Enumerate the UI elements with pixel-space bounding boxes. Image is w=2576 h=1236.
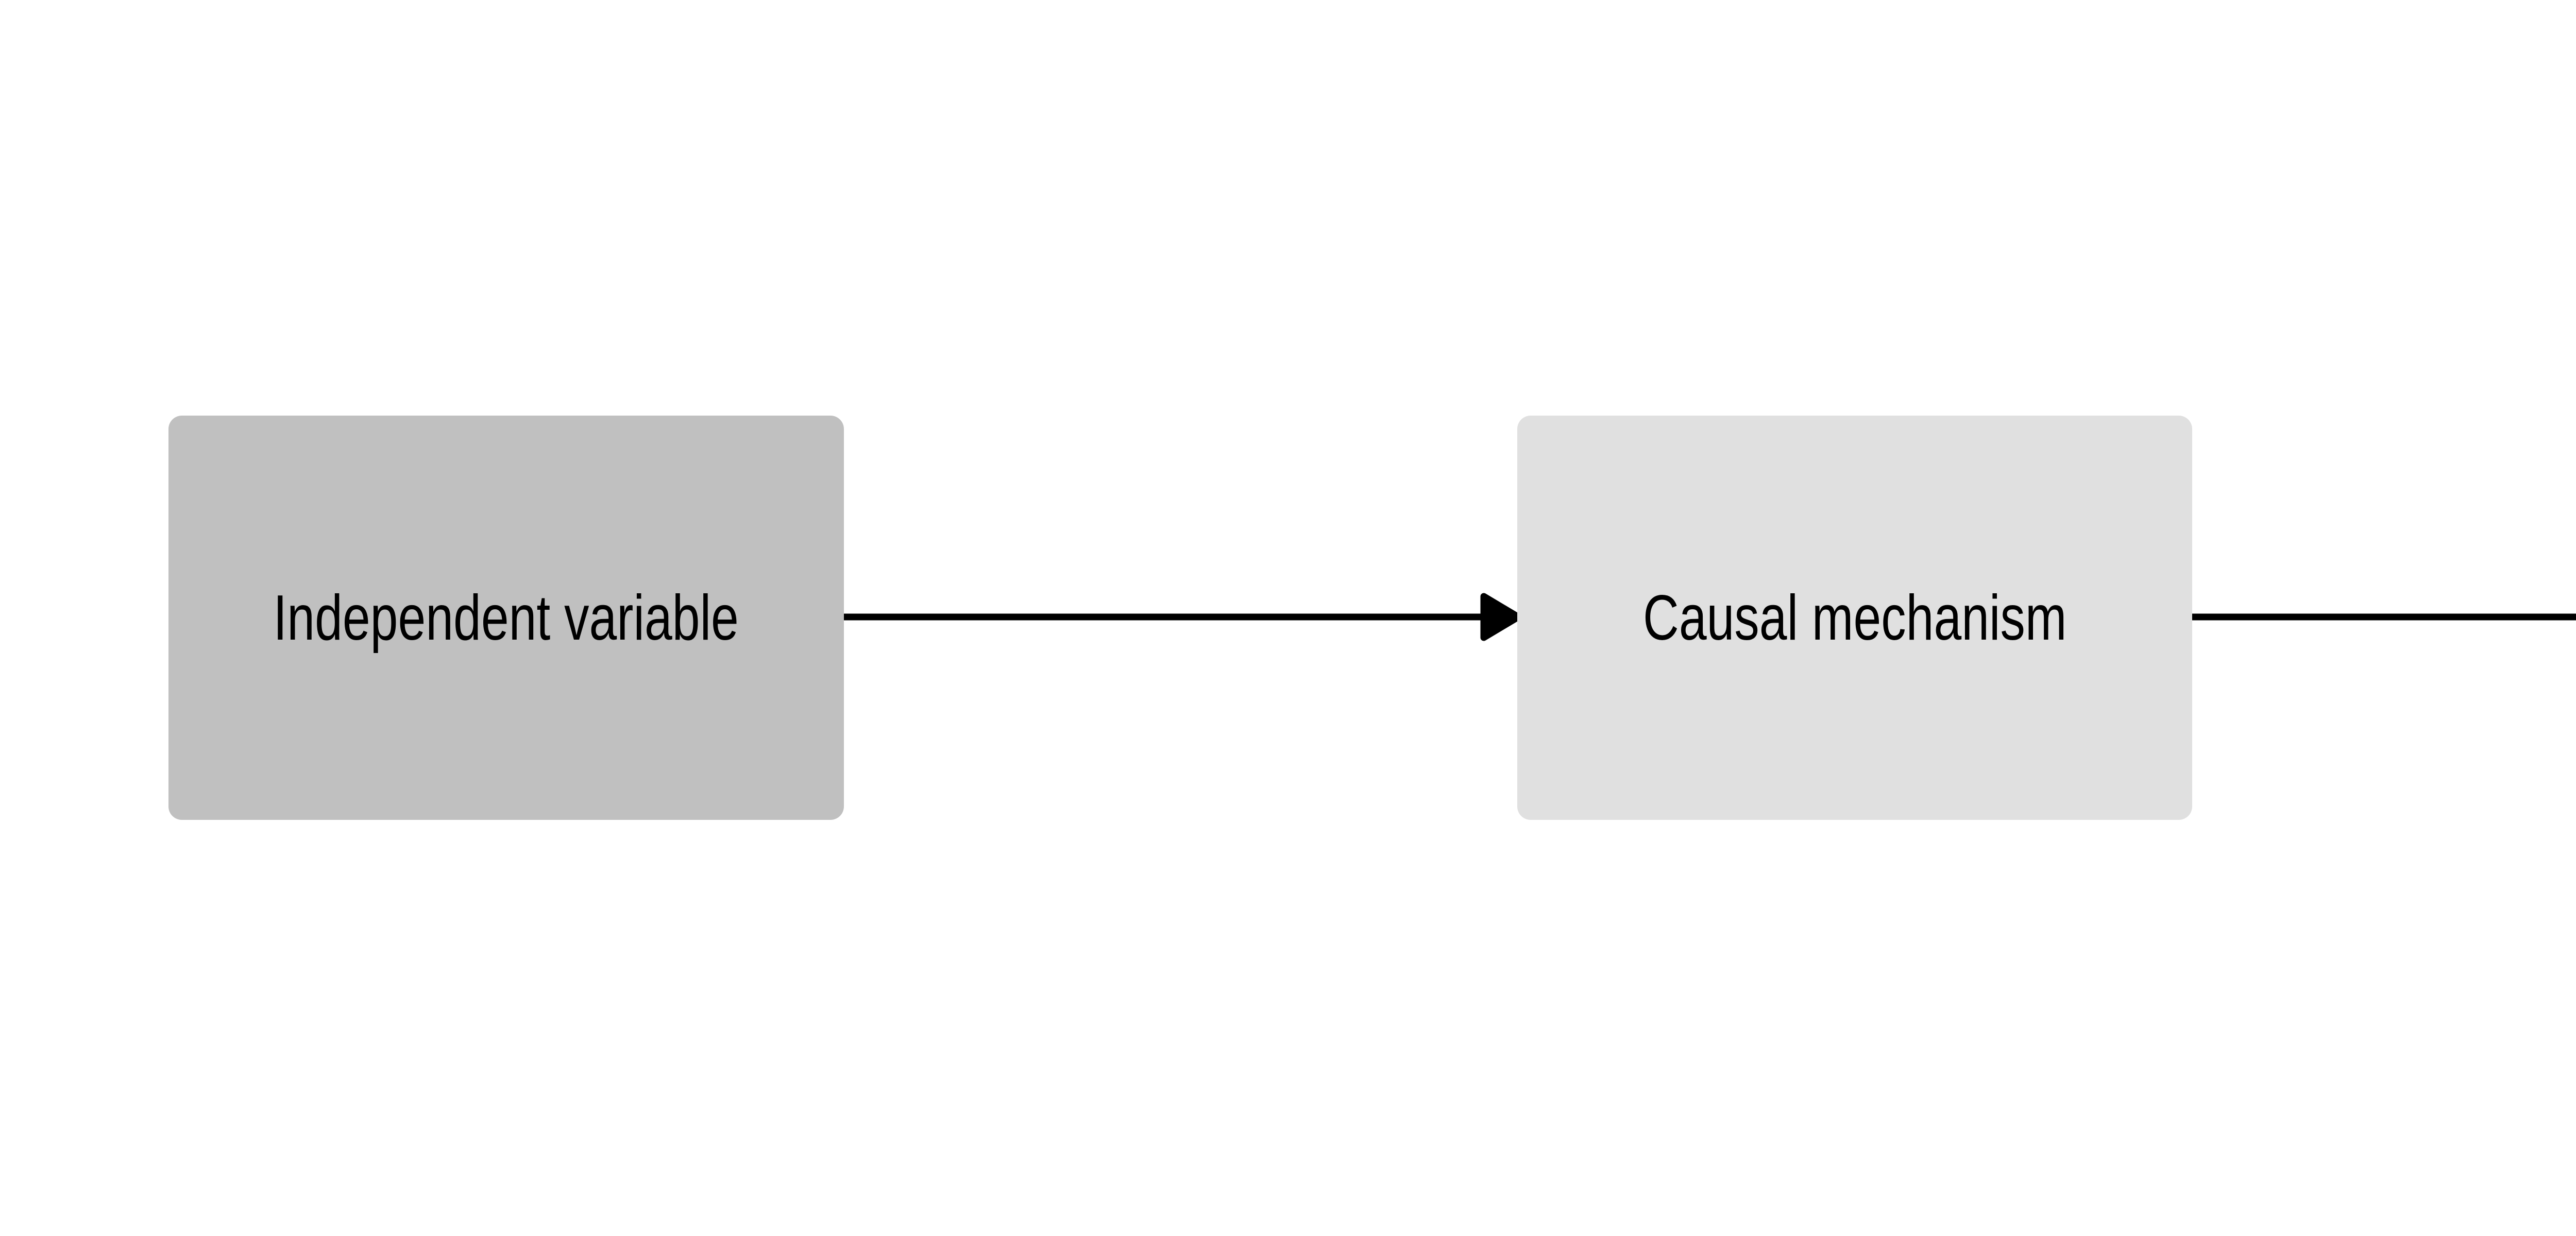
node-label-independent-variable: Independent variable [273, 582, 739, 654]
node-independent-variable[interactable]: Independent variable [168, 416, 844, 820]
edge-independent-to-causal[interactable] [836, 593, 1522, 641]
edge-causal-to-dependent[interactable] [2185, 596, 2576, 638]
node-causal-mechanism[interactable]: Causal mechanism [1517, 416, 2192, 820]
node-label-causal-mechanism: Causal mechanism [1642, 582, 2067, 654]
arrowhead-icon-edge-1 [1480, 593, 1522, 641]
